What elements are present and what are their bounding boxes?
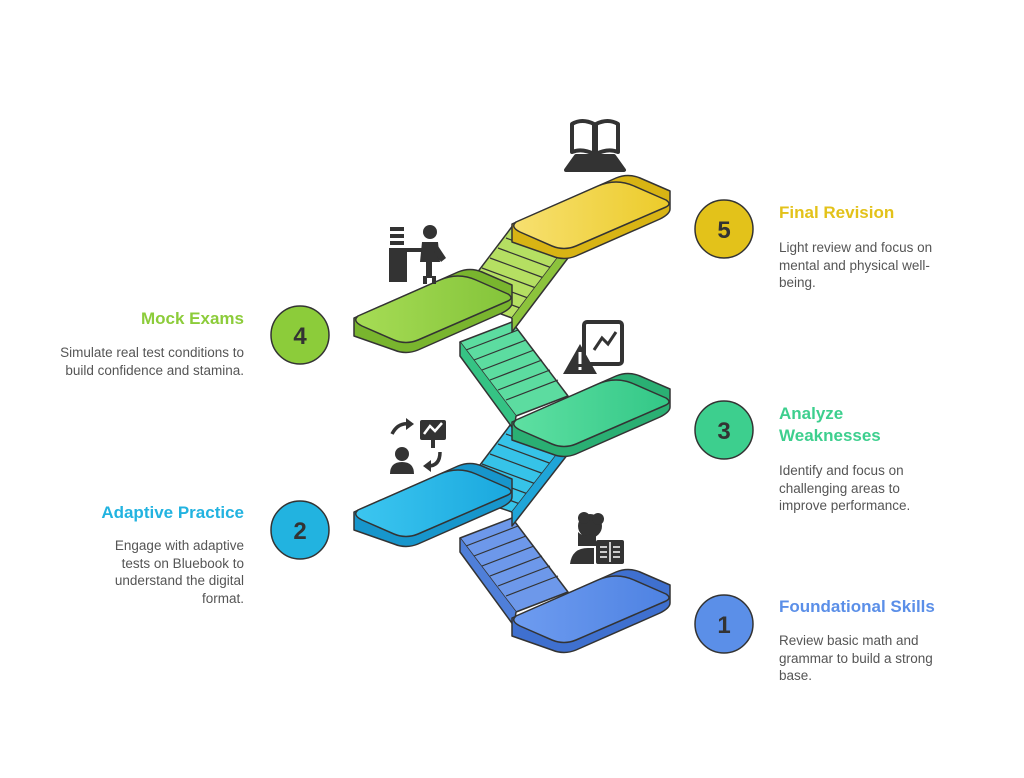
step-3-title: Analyze Weaknesses [779,404,881,445]
platform-5 [511,174,671,260]
step-number-5: 5 [694,199,754,259]
step-1-description: Review basic math and grammar to build a… [779,633,933,683]
platform-4 [353,268,513,354]
svg-text:2: 2 [293,518,306,545]
svg-text:3: 3 [717,418,730,445]
warning-chart-icon [563,320,624,374]
step-3-description: Identify and focus on challenging areas … [779,463,911,513]
open-book-icon [564,119,626,172]
step-5-title: Final Revision [779,203,895,222]
student-reading-icon [570,512,624,564]
step-number-4: 4 [270,305,330,365]
person-at-desk-icon [389,225,446,284]
platform-1 [511,568,671,654]
step-2-description: Engage with adaptive tests on Bluebook t… [114,538,244,606]
svg-text:1: 1 [717,612,730,639]
step-number-2: 2 [270,500,330,560]
staircase-1-2 [459,517,569,627]
staircase-3-4 [459,321,569,431]
adaptive-user-chart-icon [390,418,446,474]
step-1-title: Foundational Skills [779,597,935,616]
step-5-description: Light review and focus on mental and phy… [779,240,933,290]
platform-3 [511,372,671,458]
step-4-description: Simulate real test conditions to build c… [60,345,244,378]
step-number-3: 3 [694,400,754,460]
step-4-title: Mock Exams [141,309,244,328]
svg-text:5: 5 [717,217,730,244]
step-number-1: 1 [694,594,754,654]
svg-text:4: 4 [293,323,307,350]
step-2-title: Adaptive Practice [101,503,244,522]
platform-2 [353,462,513,548]
